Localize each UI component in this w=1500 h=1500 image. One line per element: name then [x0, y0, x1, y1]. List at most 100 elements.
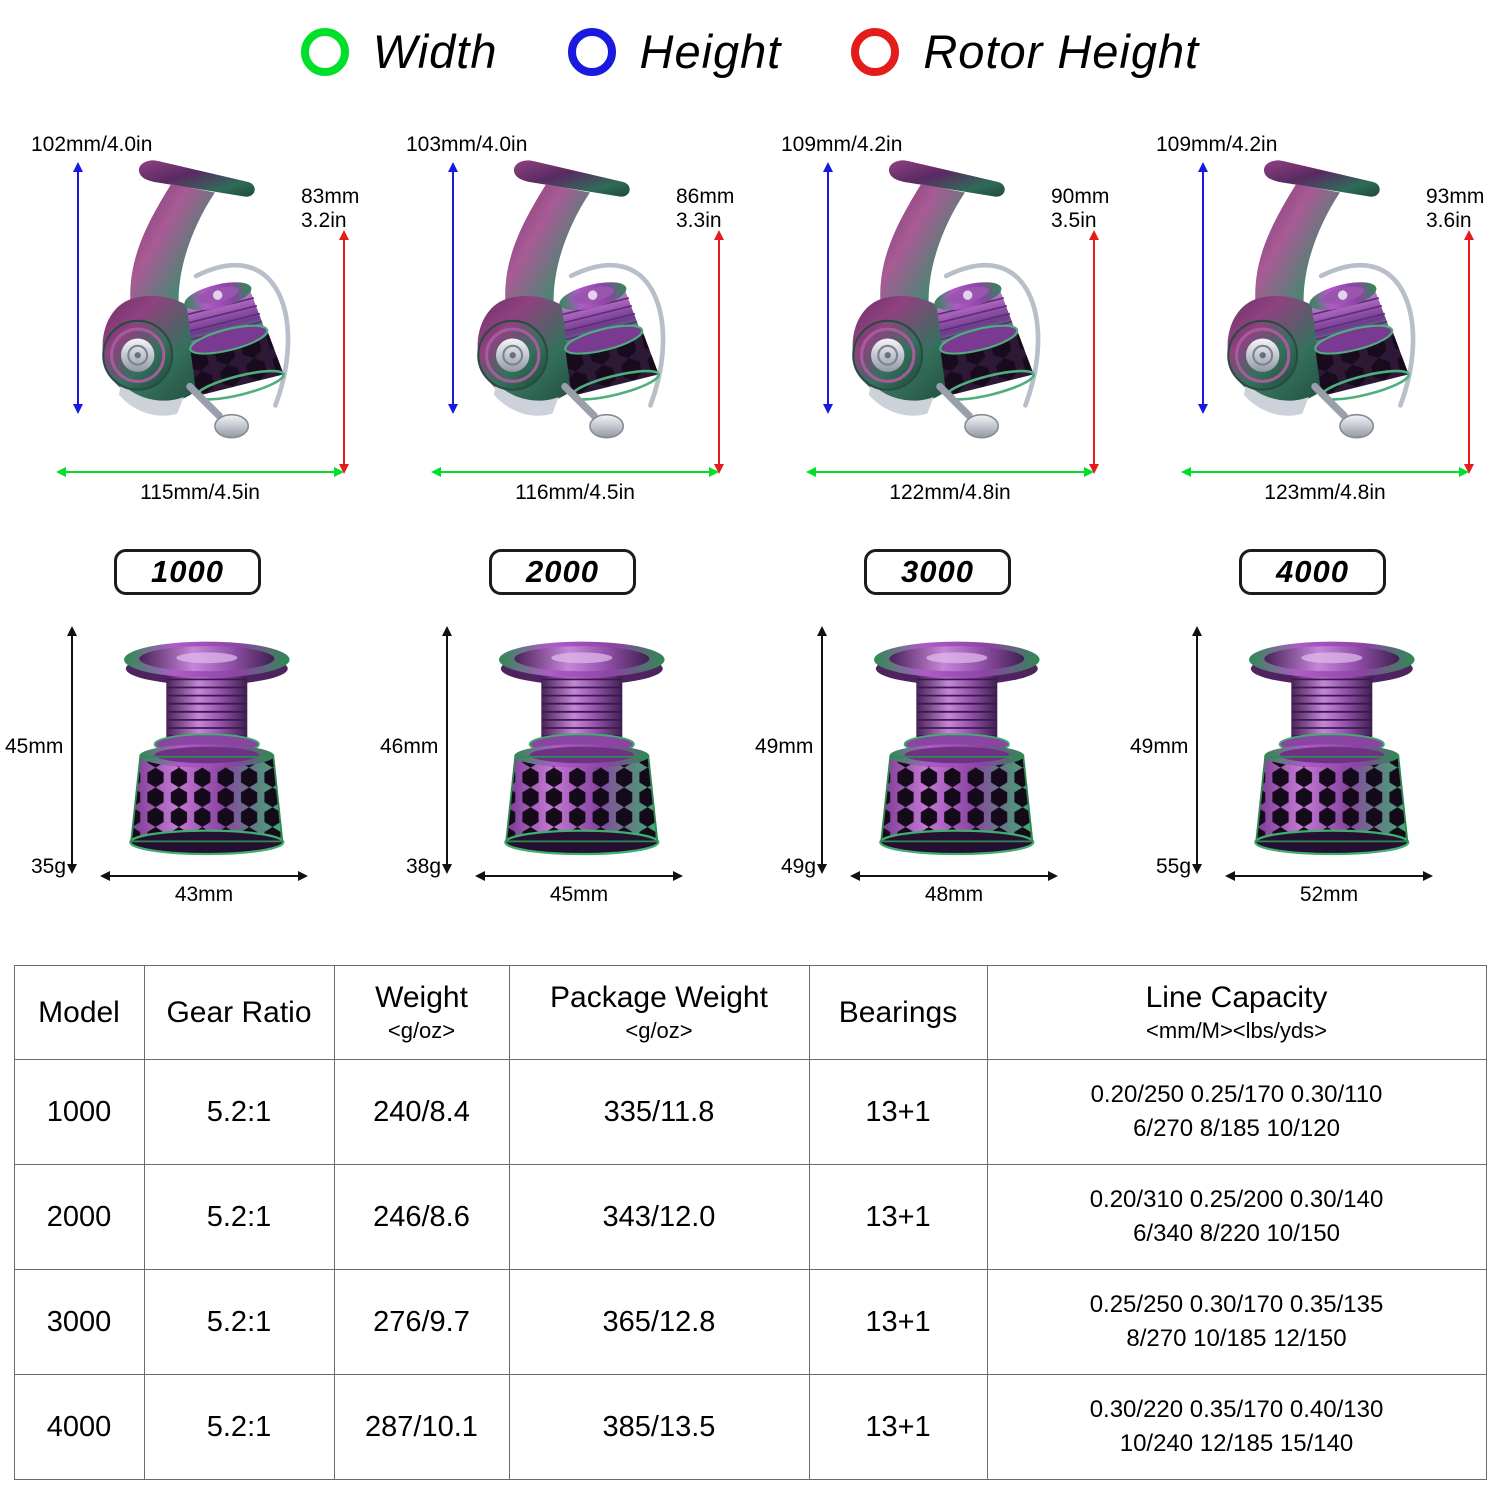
cell-model: 3000 — [13, 1269, 145, 1375]
cell-weight: 240/8.4 — [333, 1059, 510, 1165]
table-header-row: Model Gear Ratio Weight <g/oz> Package W… — [13, 965, 1487, 1060]
spool-figure: 49mm 55g 52mm — [1130, 623, 1495, 923]
cell-line-capacity: 0.20/310 0.25/200 0.30/140 6/340 8/220 1… — [986, 1164, 1487, 1270]
spool-width-label: 52mm — [1299, 883, 1359, 906]
reel-column-3000: 109mm/4.2in 90mm 3.5in 122mm/4.8in 3000 — [750, 113, 1125, 595]
width-measurement-label: 123mm/4.8in — [1264, 481, 1386, 504]
reel-figure: 109mm/4.2in 93mm 3.6in 123mm/4.8in — [1130, 113, 1495, 533]
line-capacity-mm: 0.30/220 0.35/170 0.40/130 — [1089, 1396, 1384, 1424]
height-measurement-label: 103mm/4.0in — [406, 133, 528, 156]
header-weight: Weight <g/oz> — [333, 965, 510, 1060]
spool-diagrams-row: 45mm 35g 43mm 46mm 38g 45mm 49mm 49g — [0, 623, 1500, 923]
width-arrow — [431, 467, 719, 477]
model-badge: 3000 — [864, 549, 1011, 595]
rotor-height-label: 83mm 3.2in — [301, 185, 359, 233]
line-capacity-lbs: 6/270 8/185 10/120 — [1133, 1115, 1340, 1142]
cell-gear-ratio: 5.2:1 — [143, 1269, 335, 1375]
line-capacity-mm: 0.20/310 0.25/200 0.30/140 — [1089, 1186, 1384, 1214]
rotor-height-mm: 90mm — [1051, 185, 1110, 208]
rotor-height-mm: 83mm — [301, 185, 360, 208]
cell-line-capacity: 0.25/250 0.30/170 0.35/135 8/270 10/185 … — [986, 1269, 1487, 1375]
cell-model: 4000 — [13, 1374, 145, 1480]
height-measurement-label: 109mm/4.2in — [781, 133, 903, 156]
rotor-height-legend-label: Rotor Height — [923, 25, 1200, 78]
height-legend-label: Height — [639, 25, 782, 78]
cell-gear-ratio: 5.2:1 — [143, 1164, 335, 1270]
spool-image — [472, 629, 688, 872]
height-arrow — [823, 162, 833, 414]
spinning-reel-image — [448, 157, 688, 470]
spool-height-label: 46mm — [380, 735, 439, 758]
height-arrow — [448, 162, 458, 414]
legend: Width Height Rotor Height — [0, 0, 1500, 79]
rotor-height-mm: 93mm — [1426, 185, 1485, 208]
spool-weight-label: 49g — [781, 855, 817, 878]
height-arrow — [1198, 162, 1208, 414]
line-capacity-mm: 0.20/250 0.25/170 0.30/110 — [1090, 1081, 1383, 1109]
spinning-reel-image — [1198, 157, 1438, 470]
spool-image — [1222, 629, 1438, 872]
height-legend-circle-icon — [567, 27, 616, 76]
rotor-height-label: 90mm 3.5in — [1051, 185, 1109, 233]
legend-item-rotor-height: Rotor Height — [851, 24, 1199, 79]
spool-column-1000: 45mm 35g 43mm — [0, 623, 375, 923]
spool-width-label: 43mm — [174, 883, 234, 906]
reel-column-2000: 103mm/4.0in 86mm 3.3in 116mm/4.5in 2000 — [375, 113, 750, 595]
model-badge: 4000 — [1239, 549, 1386, 595]
spool-width-label: 48mm — [924, 883, 984, 906]
height-measurement-label: 102mm/4.0in — [31, 133, 153, 156]
header-model-label: Model — [38, 995, 120, 1029]
cell-model: 2000 — [13, 1164, 145, 1270]
table-row-1000: 1000 5.2:1 240/8.4 335/11.8 13+1 0.20/25… — [13, 1059, 1487, 1165]
spool-figure: 46mm 38g 45mm — [380, 623, 745, 923]
header-line-capacity-label: Line Capacity — [1145, 981, 1328, 1014]
legend-item-width: Width — [300, 24, 498, 79]
header-weight-label: Weight — [375, 981, 468, 1014]
reel-column-1000: 102mm/4.0in 83mm 3.2in 115mm/4.5in 1000 — [0, 113, 375, 595]
header-package-weight-unit: <g/oz> — [625, 1018, 693, 1043]
spool-figure: 49mm 49g 48mm — [755, 623, 1120, 923]
rotor-height-arrow — [1464, 230, 1474, 474]
width-measurement-label: 122mm/4.8in — [889, 481, 1011, 504]
cell-package-weight: 385/13.5 — [508, 1374, 810, 1480]
cell-weight: 246/8.6 — [333, 1164, 510, 1270]
spool-column-3000: 49mm 49g 48mm — [750, 623, 1125, 923]
table-row-3000: 3000 5.2:1 276/9.7 365/12.8 13+1 0.25/25… — [13, 1269, 1487, 1375]
spool-weight-label: 35g — [31, 855, 67, 878]
rotor-height-label: 93mm 3.6in — [1426, 185, 1484, 233]
spool-image — [97, 629, 313, 872]
spool-width-arrow — [475, 871, 683, 881]
rotor-height-mm: 86mm — [676, 185, 735, 208]
spool-height-label: 45mm — [5, 735, 64, 758]
cell-bearings: 13+1 — [808, 1374, 988, 1480]
reel-figure: 102mm/4.0in 83mm 3.2in 115mm/4.5in — [5, 113, 370, 533]
cell-gear-ratio: 5.2:1 — [143, 1059, 335, 1165]
spool-column-4000: 49mm 55g 52mm — [1125, 623, 1500, 923]
width-legend-label: Width — [372, 25, 498, 78]
header-gear-ratio-label: Gear Ratio — [166, 995, 312, 1029]
rotor-height-legend-circle-icon — [851, 27, 900, 76]
spec-table: Model Gear Ratio Weight <g/oz> Package W… — [13, 965, 1487, 1480]
cell-package-weight: 365/12.8 — [508, 1269, 810, 1375]
spool-weight-label: 38g — [406, 855, 442, 878]
cell-model: 1000 — [13, 1059, 145, 1165]
header-gear-ratio: Gear Ratio — [143, 965, 335, 1060]
model-badge: 1000 — [114, 549, 261, 595]
spool-image — [847, 629, 1063, 872]
rotor-height-in: 3.2in — [301, 209, 347, 233]
cell-bearings: 13+1 — [808, 1059, 988, 1165]
rotor-height-in: 3.3in — [676, 209, 722, 233]
spool-column-2000: 46mm 38g 45mm — [375, 623, 750, 923]
spool-height-arrow — [67, 626, 77, 874]
spool-width-arrow — [850, 871, 1058, 881]
cell-package-weight: 335/11.8 — [508, 1059, 810, 1165]
spool-width-label: 45mm — [549, 883, 609, 906]
rotor-height-in: 3.6in — [1426, 209, 1472, 233]
spool-height-label: 49mm — [1130, 735, 1189, 758]
rotor-height-arrow — [714, 230, 724, 474]
width-measurement-label: 115mm/4.5in — [140, 481, 260, 504]
table-row-2000: 2000 5.2:1 246/8.6 343/12.0 13+1 0.20/31… — [13, 1164, 1487, 1270]
rotor-height-arrow — [339, 230, 349, 474]
reel-column-4000: 109mm/4.2in 93mm 3.6in 123mm/4.8in 4000 — [1125, 113, 1500, 595]
width-arrow — [1181, 467, 1469, 477]
